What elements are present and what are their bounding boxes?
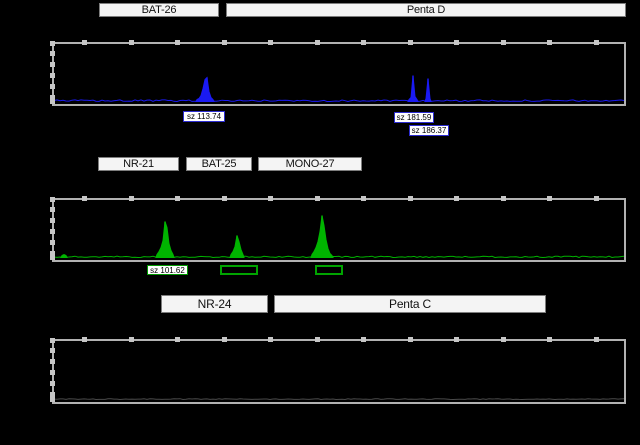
axis-tick — [50, 84, 55, 89]
axis-tick — [50, 51, 55, 56]
axis-tick — [50, 370, 55, 375]
axis-tick — [50, 218, 55, 223]
marker-label-penta-d[interactable]: Penta D — [226, 3, 626, 17]
axis-tick — [82, 337, 87, 342]
axis-tick — [221, 40, 227, 45]
blue-trace — [54, 75, 624, 103]
plot-panel-black[interactable] — [50, 337, 626, 404]
axis-tick — [175, 40, 180, 45]
axis-tick — [50, 381, 55, 386]
axis-tick — [221, 196, 227, 201]
axis-tick — [50, 41, 55, 46]
plot-panel-blue[interactable] — [50, 40, 626, 106]
allele-bin-bat-25[interactable] — [220, 265, 258, 275]
marker-label-penta-c[interactable]: Penta C — [274, 295, 546, 313]
axis-tick — [50, 73, 55, 78]
axis-tick — [361, 40, 366, 45]
axis-tick — [128, 337, 134, 342]
axis-tick — [268, 337, 273, 342]
axis-tick — [268, 40, 273, 45]
green-trace — [54, 215, 624, 259]
axis-tick — [593, 196, 599, 201]
size-label-101[interactable]: sz 101.62 — [147, 265, 188, 275]
axis-tick — [547, 337, 552, 342]
size-label-181[interactable]: sz 181.59 — [394, 112, 434, 123]
axis-tick — [50, 95, 55, 100]
axis-tick — [50, 197, 55, 202]
axis-tick — [50, 99, 55, 104]
axis-tick — [50, 338, 55, 343]
axis-tick — [50, 240, 55, 245]
axis-tick — [454, 40, 459, 45]
marker-label-mono-27[interactable]: MONO-27 — [258, 157, 362, 171]
axis-tick — [407, 40, 413, 45]
size-label-113[interactable]: sz 113.74 — [183, 111, 225, 122]
axis-tick — [314, 337, 320, 342]
axis-tick — [407, 337, 413, 342]
plot-panel-green[interactable] — [50, 196, 626, 262]
axis-tick — [50, 229, 55, 234]
axis-tick — [82, 196, 87, 201]
axis-tick — [454, 196, 459, 201]
axis-tick — [500, 196, 506, 201]
marker-label-nr-24[interactable]: NR-24 — [161, 295, 268, 313]
axis-tick — [454, 337, 459, 342]
axis-tick — [175, 337, 180, 342]
axis-tick — [50, 392, 55, 397]
axis-tick — [50, 348, 55, 353]
axis-tick — [361, 337, 366, 342]
axis-tick — [268, 196, 273, 201]
axis-tick — [175, 196, 180, 201]
axis-tick — [593, 40, 599, 45]
axis-tick — [82, 40, 87, 45]
size-label-186[interactable]: sz 186.37 — [409, 125, 449, 136]
axis-tick — [50, 397, 55, 402]
axis-tick — [500, 40, 506, 45]
axis-tick — [128, 196, 134, 201]
axis-tick — [50, 62, 55, 67]
axis-tick — [50, 251, 55, 256]
axis-tick — [500, 337, 506, 342]
axis-tick — [50, 255, 55, 260]
faint-trace — [54, 398, 624, 401]
axis-tick — [50, 359, 55, 364]
allele-bin-mono-27[interactable] — [315, 265, 343, 275]
axis-tick — [221, 337, 227, 342]
axis-tick — [50, 207, 55, 212]
marker-label-bat-25[interactable]: BAT-25 — [186, 157, 252, 171]
marker-label-bat-26[interactable]: BAT-26 — [99, 3, 219, 17]
axis-tick — [407, 196, 413, 201]
axis-tick — [593, 337, 599, 342]
axis-tick — [547, 40, 552, 45]
axis-tick — [361, 196, 366, 201]
marker-label-nr-21[interactable]: NR-21 — [98, 157, 179, 171]
axis-tick — [128, 40, 134, 45]
axis-tick — [314, 40, 320, 45]
axis-tick — [314, 196, 320, 201]
axis-tick — [547, 196, 552, 201]
